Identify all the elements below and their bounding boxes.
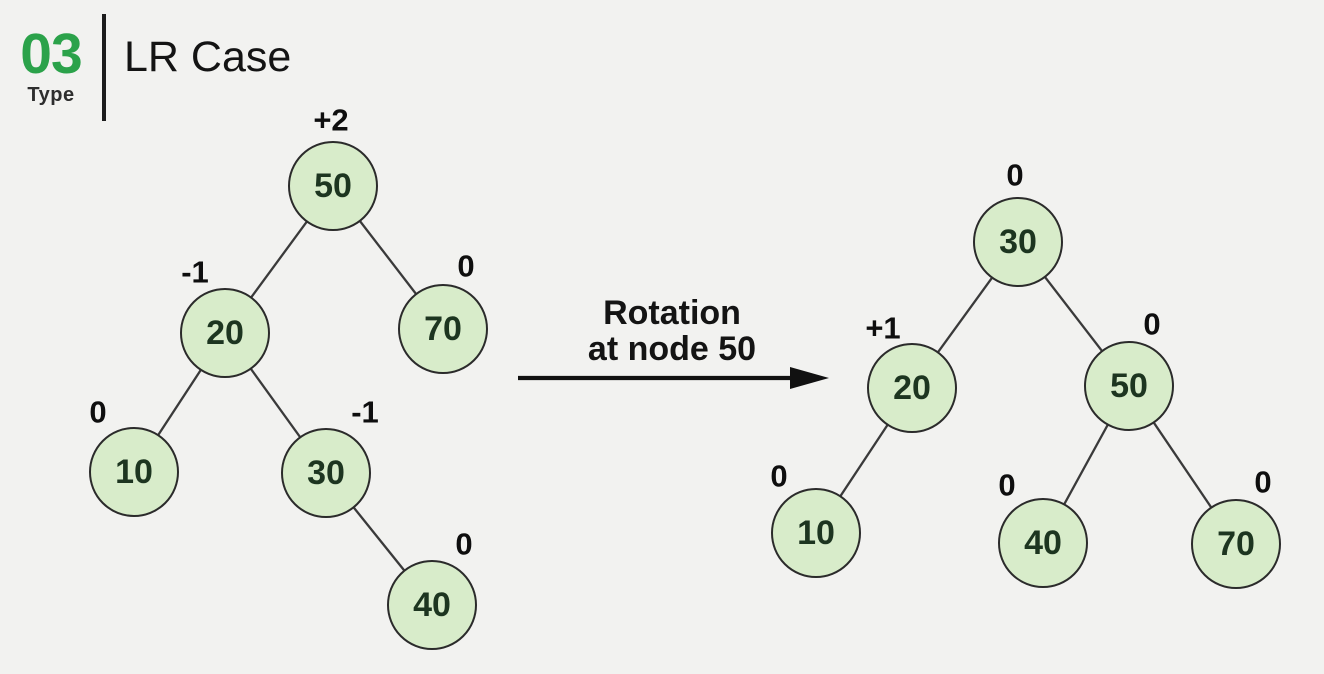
balance-factor-after-40: 0 <box>998 467 1016 503</box>
rotation-arrow-label: Rotation at node 50 <box>587 294 757 368</box>
case-number-caption: Type <box>27 84 75 106</box>
case-number: 03 <box>20 22 82 86</box>
balance-factor-before-10: 0 <box>89 394 107 430</box>
tree-node-before-30: 30 <box>281 428 371 518</box>
balance-factor-before-70: 0 <box>457 248 475 284</box>
balance-factor-after-30: 0 <box>1006 157 1024 193</box>
tree-node-before-10: 10 <box>89 427 179 517</box>
balance-factor-after-20: +1 <box>865 310 901 346</box>
rotation-arrow-head <box>790 367 829 389</box>
tree-node-before-20: 20 <box>180 288 270 378</box>
tree-node-after-70: 70 <box>1191 499 1281 589</box>
tree-node-after-40: 40 <box>998 498 1088 588</box>
balance-factor-after-50: 0 <box>1143 306 1161 342</box>
balance-factor-before-50: +2 <box>313 102 349 138</box>
tree-node-after-20: 20 <box>867 343 957 433</box>
balance-factor-before-40: 0 <box>455 526 473 562</box>
balance-factor-before-30: -1 <box>351 394 379 430</box>
rotation-arrow-label-line1: Rotation <box>603 294 741 332</box>
tree-node-before-40: 40 <box>387 560 477 650</box>
balance-factor-after-70: 0 <box>1254 464 1272 500</box>
tree-node-before-50: 50 <box>288 141 378 231</box>
tree-node-after-50: 50 <box>1084 341 1174 431</box>
balance-factor-after-10: 0 <box>770 458 788 494</box>
header-divider <box>102 14 106 121</box>
tree-node-before-70: 70 <box>398 284 488 374</box>
type-badge: 03 Type <box>10 26 92 107</box>
balance-factor-before-20: -1 <box>181 254 209 290</box>
rotation-arrow-label-line2: at node 50 <box>587 329 757 368</box>
tree-node-after-30: 30 <box>973 197 1063 287</box>
page-title: LR Case <box>124 33 292 81</box>
tree-node-after-10: 10 <box>771 488 861 578</box>
